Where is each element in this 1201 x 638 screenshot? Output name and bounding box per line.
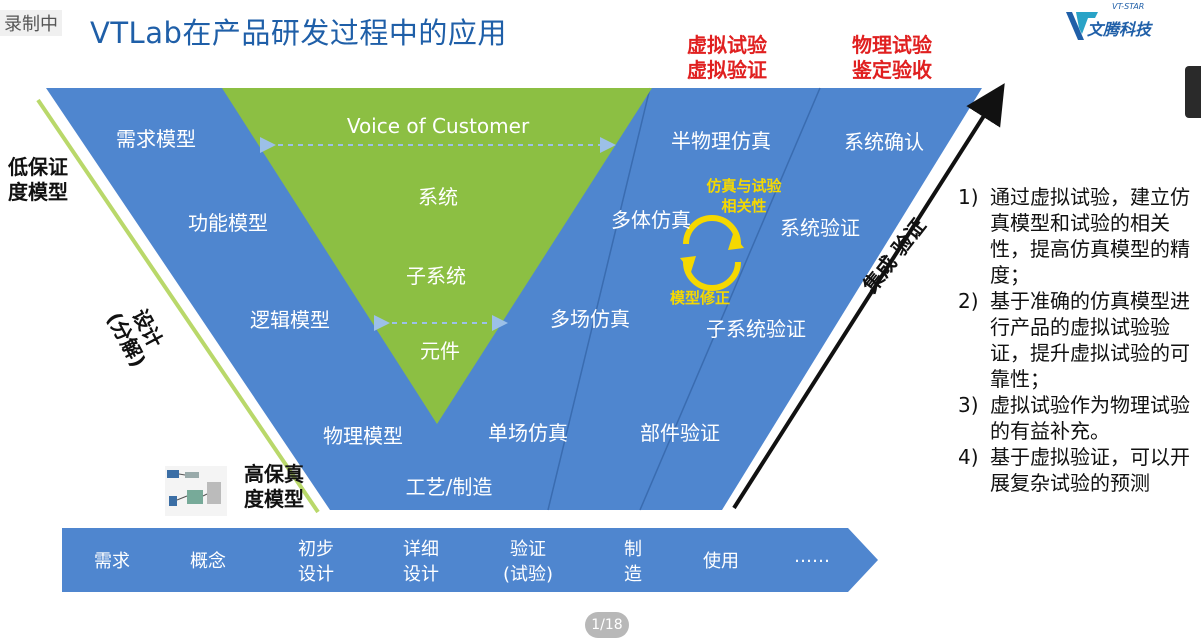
- process-step-requirement: 需求: [94, 551, 130, 572]
- subsystem-verification-label: 子系统验证: [706, 317, 806, 341]
- logic-model-label: 逻辑模型: [250, 308, 330, 332]
- process-step-use: 使用: [703, 551, 739, 572]
- page-indicator[interactable]: 1/18: [585, 612, 629, 638]
- system-verification-label: 系统验证: [780, 216, 860, 240]
- process-bar-background: [62, 528, 878, 592]
- vt-logo-icon: [1066, 12, 1098, 40]
- center-system-label: 系统: [418, 185, 458, 209]
- note-text: 通过虚拟试验，建立仿真模型和试验的相关性，提高仿真模型的精度；: [990, 185, 1190, 287]
- logo-subtitle: VT-STAR: [1112, 2, 1145, 11]
- divider-physical-line: [639, 87, 821, 511]
- multibody-sim-label: 多体仿真: [611, 208, 691, 232]
- process-step-prelim-design-1: 初步: [298, 539, 334, 560]
- process-step-more: ……: [794, 546, 830, 567]
- requirement-model-label: 需求模型: [116, 127, 196, 151]
- physical-test-header: 物理试验 鉴定验收: [830, 33, 954, 83]
- integration-arrow: [732, 83, 1005, 510]
- notes-list: 1) 通过虚拟试验，建立仿真模型和试验的相关性，提高仿真模型的精度； 2) 基于…: [958, 184, 1196, 496]
- multiphysics-sim-label: 多场仿真: [550, 307, 630, 331]
- function-model-label: 功能模型: [188, 211, 268, 235]
- process-step-verification-2: (试验): [503, 564, 553, 585]
- virtual-test-line1: 虚拟试验: [687, 33, 767, 57]
- correlation-label-line2: 相关性: [721, 197, 766, 215]
- note-item: 1) 通过虚拟试验，建立仿真模型和试验的相关性，提高仿真模型的精度；: [958, 184, 1196, 288]
- physical-test-line2: 鉴定验收: [852, 58, 932, 82]
- physical-test-line1: 物理试验: [852, 33, 932, 57]
- note-item: 3) 虚拟试验作为物理试验的有益补充。: [958, 392, 1196, 444]
- low-fidelity-line2: 度模型: [8, 180, 68, 204]
- note-text: 基于虚拟验证，可以开展复杂试验的预测: [990, 445, 1190, 495]
- model-thumbnail-image: [165, 466, 227, 516]
- single-field-sim-label: 单场仿真: [488, 421, 568, 445]
- hardware-in-loop-label: 半物理仿真: [671, 129, 771, 153]
- divider-sim-line: [547, 87, 651, 511]
- process-step-prelim-design-2: 设计: [298, 564, 334, 585]
- process-step-manufacture-1: 制: [624, 539, 642, 560]
- low-fidelity-label: 低保证 度模型: [8, 155, 68, 205]
- side-panel-avatar[interactable]: [1185, 66, 1201, 118]
- process-step-manufacture-2: 造: [624, 564, 642, 585]
- recording-indicator: 录制中: [0, 10, 62, 36]
- voice-of-customer-label: Voice of Customer: [347, 114, 530, 138]
- center-component-label: 元件: [420, 339, 460, 363]
- physical-model-label: 物理模型: [323, 424, 403, 448]
- low-fidelity-line1: 低保证: [8, 155, 68, 179]
- note-item: 4) 基于虚拟验证，可以开展复杂试验的预测: [958, 444, 1196, 496]
- correlation-label-line1: 仿真与试验: [706, 177, 782, 195]
- process-step-detail-design-1: 详细: [403, 539, 439, 560]
- component-verification-label: 部件验证: [640, 421, 720, 445]
- logo-text: 文腾科技: [1087, 20, 1152, 39]
- note-text: 基于准确的仿真模型进行产品的虚拟试验验证，提升虚拟试验的可靠性；: [990, 289, 1190, 391]
- note-item: 2) 基于准确的仿真模型进行产品的虚拟试验验证，提升虚拟试验的可靠性；: [958, 288, 1196, 392]
- model-correction-label: 模型修正: [670, 289, 730, 307]
- customer-triangle: [222, 88, 652, 424]
- system-validation-label: 系统确认: [844, 130, 924, 154]
- high-fidelity-line1: 高保真: [244, 462, 304, 486]
- process-step-verification-1: 验证: [510, 539, 546, 560]
- company-logo: [1062, 2, 1172, 48]
- design-decomposition-line: [36, 98, 320, 514]
- note-number: 3): [958, 393, 979, 417]
- center-subsystem-label: 子系统: [406, 264, 466, 288]
- note-number: 4): [958, 445, 979, 469]
- process-step-concept: 概念: [190, 550, 226, 572]
- process-step-detail-design-2: 设计: [403, 564, 439, 585]
- note-text: 虚拟试验作为物理试验的有益补充。: [990, 393, 1190, 443]
- virtual-test-header: 虚拟试验 虚拟验证: [667, 33, 787, 83]
- note-number: 2): [958, 289, 979, 313]
- high-fidelity-line2: 度模型: [244, 487, 304, 511]
- high-fidelity-label: 高保真 度模型: [244, 462, 304, 512]
- correlation-cycle-icon: [680, 215, 744, 291]
- virtual-test-line2: 虚拟验证: [687, 58, 767, 82]
- process-manufacturing-label: 工艺/制造: [406, 475, 493, 499]
- note-number: 1): [958, 185, 979, 209]
- slide-title: VTLab在产品研发过程中的应用: [90, 16, 507, 50]
